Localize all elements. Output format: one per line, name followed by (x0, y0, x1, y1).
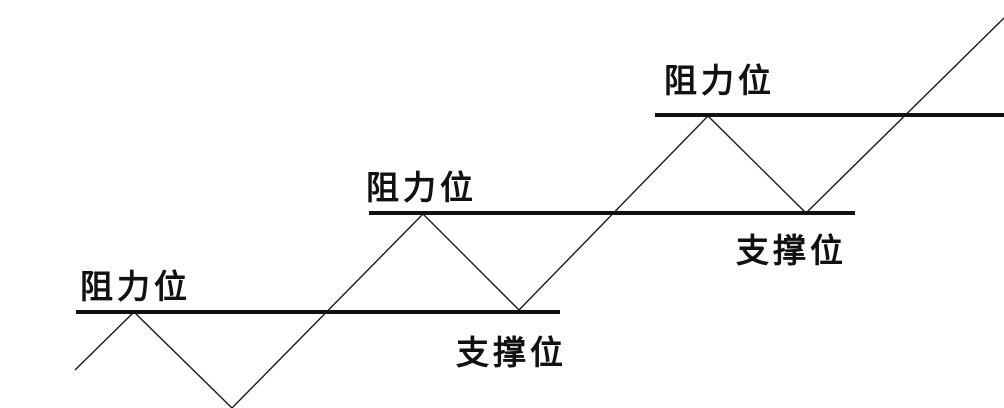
resistance-label-1: 阻力位 (80, 267, 191, 306)
resistance-label-2: 阻力位 (366, 168, 477, 207)
support-label-1: 支撑位 (456, 333, 567, 372)
resistance-label-3: 阻力位 (664, 61, 775, 100)
support-label-2: 支撑位 (736, 231, 847, 270)
price-path (74, 17, 1004, 408)
